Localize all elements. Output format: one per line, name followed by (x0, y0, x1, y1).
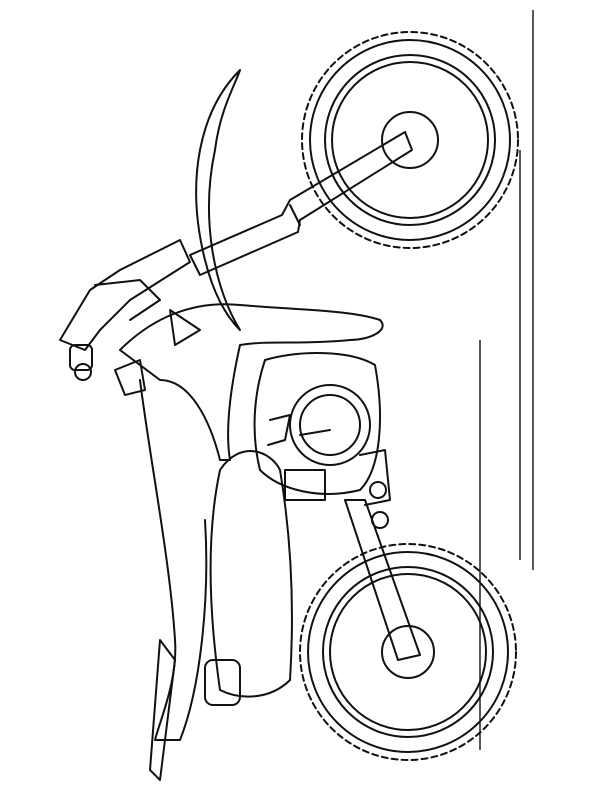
front-fender (195, 69, 241, 331)
front-wheel (301, 31, 519, 249)
side-panel (209, 450, 293, 698)
swingarm (344, 449, 421, 661)
handlebar (59, 239, 191, 381)
front-fork (189, 131, 413, 276)
engine (253, 352, 381, 501)
rear-wheel (299, 543, 517, 761)
frame-body (114, 303, 384, 741)
rear-fender (149, 639, 241, 781)
